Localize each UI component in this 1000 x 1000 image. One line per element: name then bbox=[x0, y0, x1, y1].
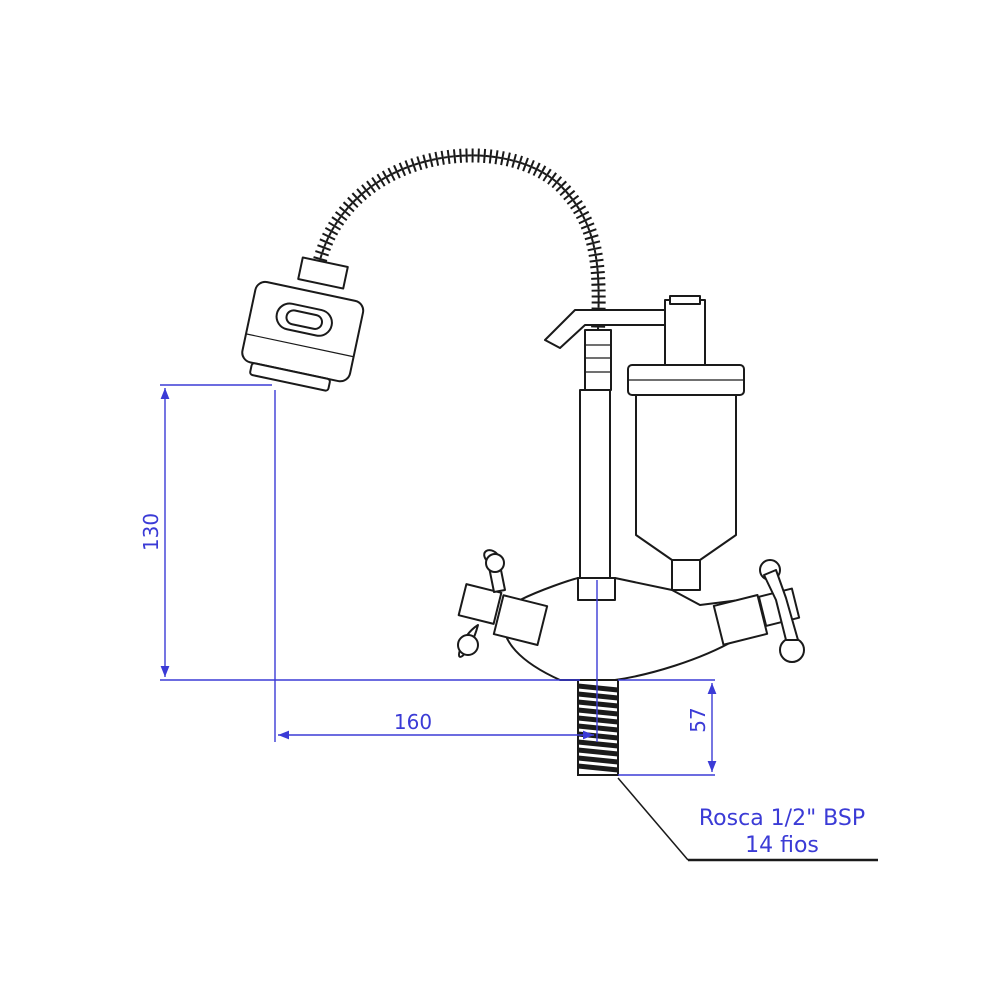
filter-nozzle bbox=[544, 295, 706, 366]
dimension-130-label: 130 bbox=[139, 513, 163, 551]
thread-note-line1: Rosca 1/2" BSP bbox=[699, 806, 865, 831]
thread-leader bbox=[617, 777, 878, 862]
threaded-shank bbox=[577, 679, 619, 776]
dimension-160-label: 160 bbox=[394, 710, 432, 734]
filter-canister bbox=[627, 364, 745, 591]
dimension-57-label: 57 bbox=[686, 707, 710, 732]
spout-column bbox=[579, 329, 612, 581]
thread-note-line2: 14 fios bbox=[745, 833, 819, 858]
flexible-hose bbox=[309, 144, 610, 331]
spray-head bbox=[241, 256, 365, 392]
dimension-lines bbox=[160, 384, 717, 776]
valve-body bbox=[457, 549, 805, 681]
